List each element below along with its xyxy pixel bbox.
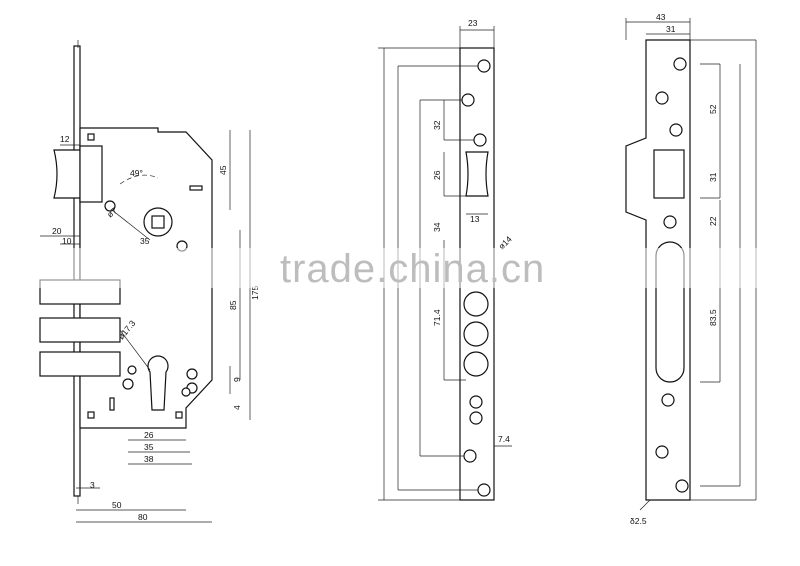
latch-opening [465, 151, 489, 197]
dim-35: 35 [144, 442, 154, 452]
screw-hole [477, 59, 491, 73]
slot [109, 397, 115, 411]
screw-hole [663, 215, 677, 229]
dim-26: 26 [144, 430, 154, 440]
watermark-text: trade.china.cn [280, 247, 545, 291]
dim-71-4: 71.4 [432, 309, 442, 326]
dim-49: 49° [130, 168, 143, 178]
cylinder-cutout [147, 355, 169, 411]
dim-45: 45 [218, 165, 228, 175]
dim-12: 12 [60, 134, 70, 144]
dim-4: 4 [232, 405, 242, 410]
rivet [87, 411, 95, 419]
dim-32: 32 [432, 120, 442, 130]
latch-strike-opening [653, 149, 685, 199]
screw-hole [104, 200, 116, 212]
rivet [87, 133, 95, 141]
dim-43: 43 [656, 12, 666, 22]
screw-hole [661, 393, 675, 407]
dim-31-top: 31 [666, 24, 676, 34]
screw-hole [127, 365, 137, 375]
deadbolt-3 [39, 351, 121, 377]
dim-23: 23 [468, 18, 478, 28]
screw-hole [186, 368, 198, 380]
screw-hole [669, 123, 683, 137]
dim-52: 52 [708, 104, 718, 114]
dim-50: 50 [112, 500, 122, 510]
screw-hole [477, 483, 491, 497]
screw-hole [675, 479, 689, 493]
follower-square [151, 215, 165, 229]
dim-3: 3 [90, 480, 95, 490]
screw-hole [122, 378, 134, 390]
screw-hole [673, 57, 687, 71]
dim-83-5: 83.5 [708, 309, 718, 326]
screw-hole [655, 91, 669, 105]
screw-hole [181, 387, 191, 397]
dim-22: 22 [708, 216, 718, 226]
dim-13: 13 [470, 214, 480, 224]
dim-38: 38 [144, 454, 154, 464]
screw-hole [469, 411, 483, 425]
rivet [175, 411, 183, 419]
latch-housing [79, 145, 103, 203]
screw-hole [461, 93, 475, 107]
dim-175: 175 [250, 286, 260, 300]
dim-26: 26 [432, 170, 442, 180]
screw-hole [473, 133, 487, 147]
latch-bolt [53, 149, 81, 199]
dim-35r: 35 [140, 236, 150, 246]
dim-9: 9 [232, 377, 242, 382]
slot [189, 185, 203, 191]
screw-hole [655, 445, 669, 459]
screw-hole [469, 395, 483, 409]
bolt-hole-3 [463, 351, 489, 377]
dim-85: 85 [228, 300, 238, 310]
bolt-hole-1 [463, 291, 489, 317]
watermark-band [30, 248, 770, 288]
dim-10: 10 [62, 236, 72, 246]
deadbolt-2 [39, 317, 121, 343]
dim-34: 34 [432, 222, 442, 232]
screw-hole [463, 449, 477, 463]
dim-20: 20 [52, 226, 62, 236]
dim-31: 31 [708, 172, 718, 182]
dim-2-5: δ2.5 [630, 516, 647, 526]
dim-7-4: 7.4 [498, 434, 510, 444]
bolt-hole-2 [463, 321, 489, 347]
dim-80: 80 [138, 512, 148, 522]
